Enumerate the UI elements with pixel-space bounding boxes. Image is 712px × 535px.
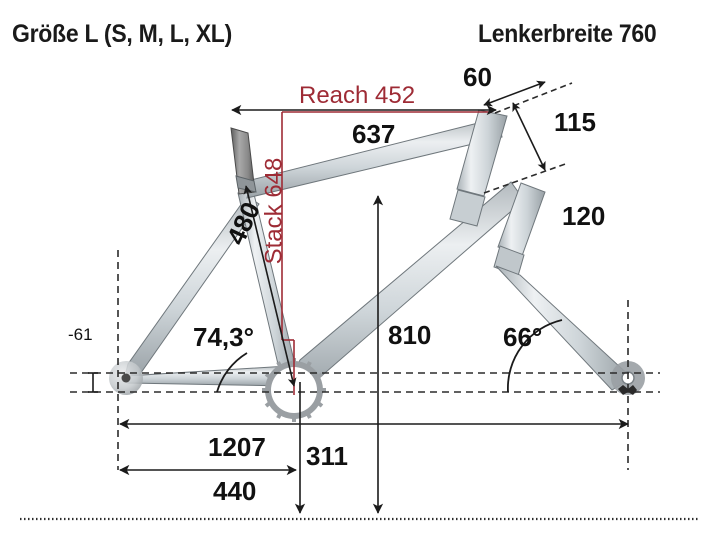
fork-travel-label: 120 — [562, 201, 606, 231]
page-title-size: Größe L (S, M, L, XL) — [12, 20, 232, 48]
head-tube-length-label: 115 — [554, 107, 596, 137]
head-tube — [456, 109, 508, 197]
seat-tube-angle-label: 74,3° — [193, 322, 255, 352]
dim-480-line — [243, 185, 297, 387]
chainstay-label: 440 — [213, 476, 257, 506]
dim-115-line — [512, 102, 546, 171]
angle-arcs — [216, 319, 563, 393]
bb-height-label: 311 — [306, 441, 348, 471]
hubs-and-crank — [109, 358, 645, 422]
fork-crown — [449, 189, 486, 227]
head-tube-angle-label: 66° — [503, 322, 543, 352]
head-tube-axis-bottom — [483, 162, 569, 194]
reach-label: Reach 452 — [299, 82, 416, 109]
dimension-lines — [88, 80, 629, 514]
head-tube-angle-arc — [507, 319, 563, 393]
dim-60-line — [483, 80, 546, 107]
page-title-handlebar-width: Lenkerbreite 760 — [478, 20, 657, 48]
fork-offset-label: 60 — [463, 62, 492, 92]
standover-label: 810 — [388, 320, 432, 350]
top-tube-label: 637 — [352, 119, 396, 149]
bb-drop-label: -61 — [68, 325, 93, 344]
down-tube — [288, 181, 525, 393]
seat-tube-angle-arc — [216, 352, 248, 393]
rear-axle — [121, 373, 131, 383]
wheelbase-label: 1207 — [208, 432, 266, 462]
